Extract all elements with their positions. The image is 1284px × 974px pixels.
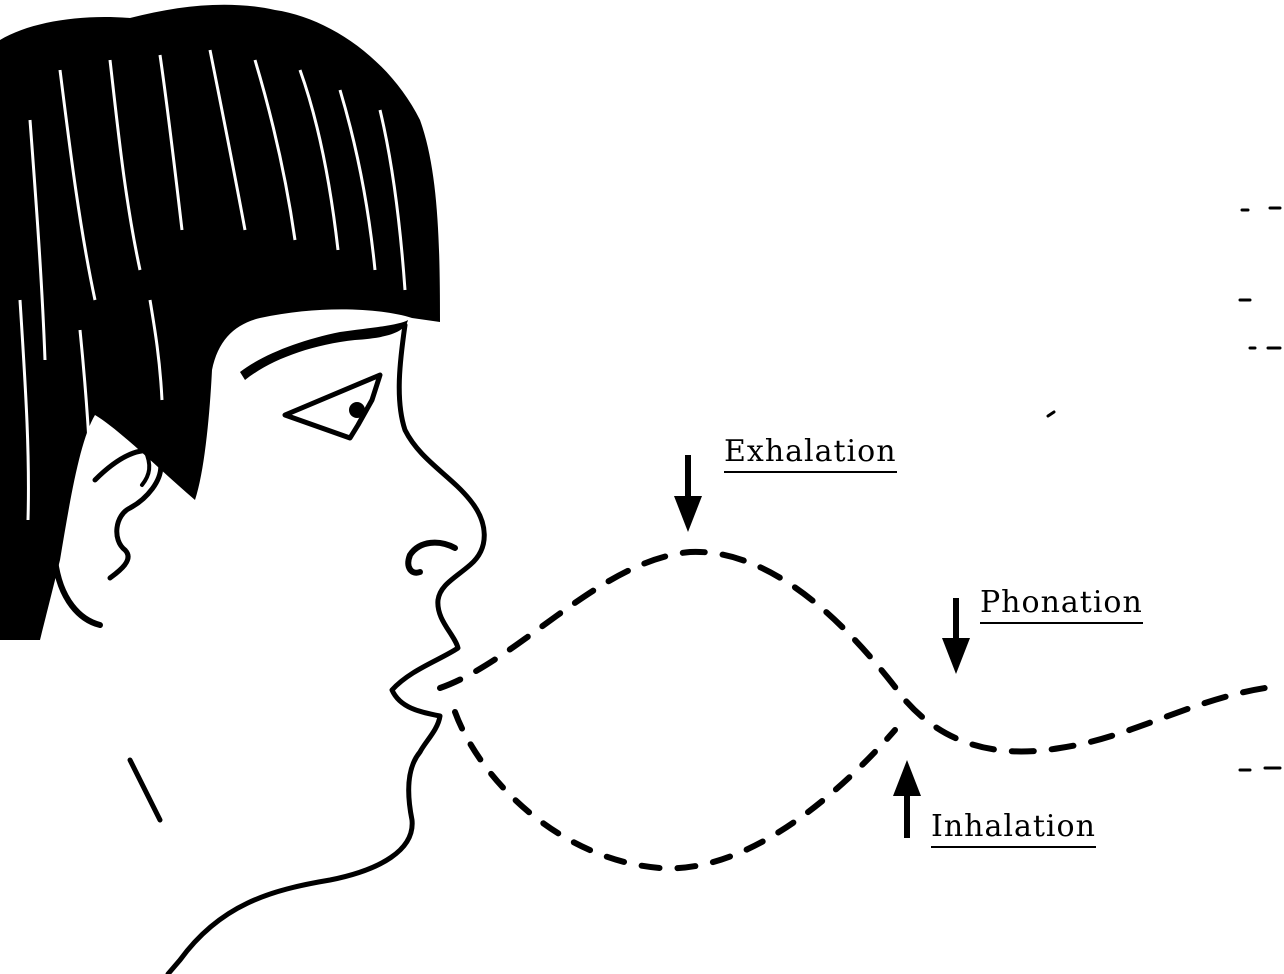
inhalation-label: Inhalation [931,812,1096,848]
inhalation-arrow-icon [893,760,921,838]
jaw-line [55,560,100,625]
exhalation-arrow-icon [674,455,702,532]
phonation-label: Phonation [980,588,1143,624]
exhalation-label: Exhalation [724,437,897,473]
nostril [408,543,455,573]
eye [285,375,380,438]
face-outline [168,325,484,974]
ear-helix [142,450,149,485]
stray-marks [1048,208,1280,770]
exhalation-curve [440,552,1265,752]
eye-pupil [349,402,365,418]
arrows [674,455,970,838]
head-profile-drawing [0,5,484,974]
inhalation-curve [455,712,895,868]
neck-stroke [130,760,160,820]
eyebrow [240,320,408,380]
phonation-arrow-icon [942,598,970,674]
